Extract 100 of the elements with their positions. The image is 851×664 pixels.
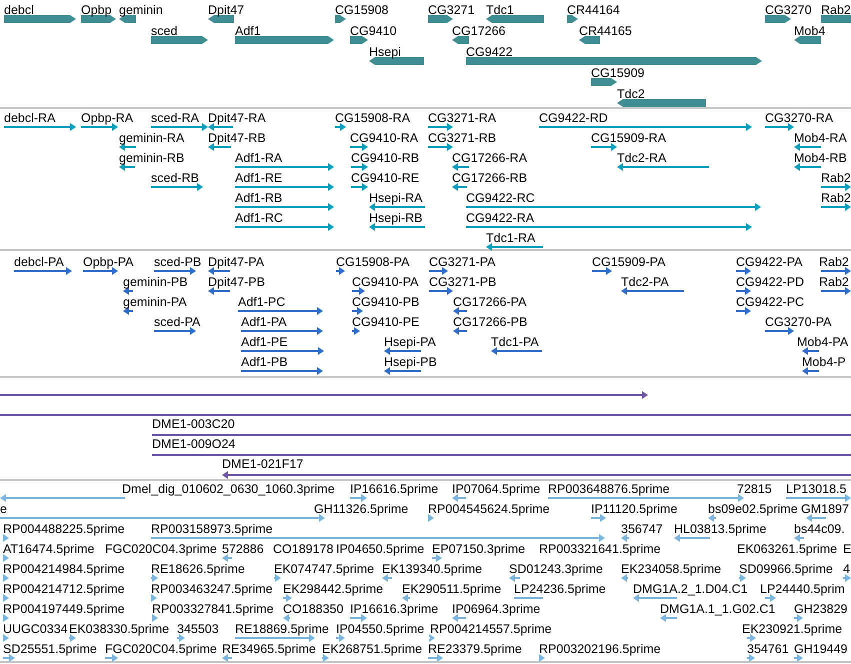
protein-label: CG9422-PC xyxy=(736,295,804,309)
est-label: SD09966.5prime xyxy=(739,562,833,576)
est-label: EP07150.3prime xyxy=(432,542,526,556)
gene-label: CR44164 xyxy=(567,3,620,17)
transcript-label: Mob4-RB xyxy=(794,151,847,165)
gene-label: CG17266 xyxy=(452,24,506,38)
est-label: EK063261.5prime xyxy=(737,542,838,556)
clone-label: DME1-003C20 xyxy=(152,417,235,431)
protein-label: geminin-PB xyxy=(123,275,188,289)
transcript-label: geminin-RB xyxy=(119,151,184,165)
gene-label: CR44165 xyxy=(579,24,632,38)
transcript-label: CG3270-RA xyxy=(765,111,834,125)
est-label: RP004214712.5prime xyxy=(3,582,125,596)
protein-label: Adf1-PE xyxy=(241,335,288,349)
est-label: RP003648876.5prime xyxy=(548,482,670,496)
protein-label: CG3270-PA xyxy=(765,315,832,329)
gene-label: Hsepi xyxy=(369,45,401,59)
est-label: bs09e02.5prime xyxy=(708,502,798,516)
transcript-label: Adf1-RA xyxy=(235,151,282,165)
est-label: LP24236.5prime xyxy=(514,582,606,596)
protein-label: Mob4-PA xyxy=(797,335,848,349)
protein-label: Dpit47-PB xyxy=(208,275,265,289)
protein-label: Opbp-PA xyxy=(83,255,134,269)
est-label: RP004214557.5prime xyxy=(430,622,552,636)
transcript-label: Adf1-RE xyxy=(235,171,282,185)
gene-label: CG9410 xyxy=(350,24,397,38)
transcript-label: Rab2 xyxy=(821,171,851,185)
est-label: RP004545624.5prime xyxy=(428,502,550,516)
transcript-label: CG17266-RB xyxy=(452,171,528,185)
protein-label: CG15908-PA xyxy=(336,255,410,269)
gene-label: Tdc1 xyxy=(486,3,514,17)
protein-label: CG3271-PA xyxy=(429,255,496,269)
est-label: RP003463247.5prime xyxy=(151,582,273,596)
protein-label: Rab2 xyxy=(819,255,849,269)
est-label: FGC020C04.3prime xyxy=(105,542,217,556)
gene-label: CG3270 xyxy=(765,3,812,17)
est-label: 356747 xyxy=(621,522,663,536)
transcript-label: CG15908-RA xyxy=(335,111,410,125)
est-label: 354761 xyxy=(747,642,789,656)
protein-label: Mob4-P xyxy=(802,355,846,369)
est-label: 572886 xyxy=(222,542,264,556)
protein-label: Tdc2-PA xyxy=(621,275,669,289)
est-label: CO189178 xyxy=(273,542,334,556)
est-label: RE23379.5prime xyxy=(428,642,522,656)
transcript-label: CG3271-RB xyxy=(428,131,496,145)
transcript-label: Adf1-RB xyxy=(235,191,282,205)
transcript-label: CG3271-RA xyxy=(428,111,496,125)
protein-label: Tdc1-PA xyxy=(491,335,539,349)
protein-label: CG9422-PD xyxy=(736,275,804,289)
est-label: EK038330.5prime xyxy=(69,622,170,636)
transcript-label: CG17266-RA xyxy=(452,151,528,165)
protein-label: Hsepi-PA xyxy=(384,335,436,349)
clone-label: DME1-009O24 xyxy=(152,437,236,451)
est-label: DMG1A.2_1.D04.C1 xyxy=(633,582,748,596)
est-label: 72815 xyxy=(737,482,772,496)
est-label: GH19449 xyxy=(794,642,848,656)
est-label: EK230921.5prime xyxy=(742,622,842,636)
gene-label: Dpit47 xyxy=(208,3,244,17)
transcript-label: CG9422-RA xyxy=(466,211,534,225)
est-label: IP16616.3prime xyxy=(350,602,438,616)
est-label: e xyxy=(0,502,7,516)
est-label: RE18626.5prime xyxy=(151,562,245,576)
est-label: LP13018.5 xyxy=(786,482,846,496)
transcript-label: sced-RA xyxy=(151,111,199,125)
protein-label: CG9422-PA xyxy=(736,255,802,269)
est-label: EK290511.5prime xyxy=(402,582,502,596)
protein-label: Hsepi-PB xyxy=(384,355,437,369)
transcript-label: CG9410-RA xyxy=(350,131,418,145)
gene-label: CG15908 xyxy=(335,3,389,17)
est-label: RP004214984.5prime xyxy=(3,562,125,576)
gene-label: CG9422 xyxy=(466,45,513,59)
est-label: Dmel_dig_010602_0630_1060.3prime xyxy=(122,482,335,496)
transcript-label: geminin-RA xyxy=(119,131,184,145)
est-label: RP003158973.5prime xyxy=(151,522,273,536)
transcript-label: CG9422-RC xyxy=(466,191,535,205)
est-label: EK268751.5prime xyxy=(322,642,422,656)
est-label: DMG1A.1_1.G02.C1 xyxy=(660,602,776,616)
protein-label: CG17266-PB xyxy=(453,315,528,329)
protein-label: Dpit47-PA xyxy=(208,255,264,269)
protein-label: geminin-PA xyxy=(123,295,187,309)
est-label: RP003321641.5prime xyxy=(539,542,661,556)
protein-label: CG3271-PB xyxy=(429,275,496,289)
protein-label: sced-PB xyxy=(154,255,202,269)
protein-label: CG15909-PA xyxy=(592,255,666,269)
gene-label: Tdc2 xyxy=(617,87,645,101)
transcript-label: debcl-RA xyxy=(4,111,56,125)
clone-label: DME1-021F17 xyxy=(222,457,304,471)
transcript-label: Opbp-RA xyxy=(81,111,134,125)
est-label: EK139340.5prime xyxy=(382,562,482,576)
est-label: IP04650.5prime xyxy=(336,542,424,556)
est-label: RE18869.5prime xyxy=(235,622,329,636)
gene-label: sced xyxy=(151,24,178,38)
gene-label: CG3271 xyxy=(428,3,475,17)
protein-label: Rab2 xyxy=(819,275,849,289)
transcript-label: Mob4-RA xyxy=(794,131,847,145)
transcript-label: Rab2 xyxy=(821,191,851,205)
transcript-label: CG9422-RD xyxy=(539,111,608,125)
gene-label: Adf1 xyxy=(235,24,261,38)
transcript-label: Tdc2-RA xyxy=(617,151,666,165)
est-label: RP004488225.5prime xyxy=(3,522,125,536)
